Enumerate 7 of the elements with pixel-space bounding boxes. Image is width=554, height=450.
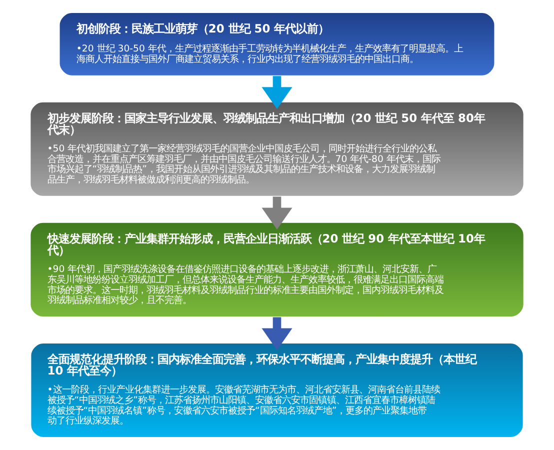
arrow: [262, 76, 292, 109]
node-box: 快速发展阶段：产业集群开始形成，民营企业日渐活跃（20 世纪 90 年代至本世纪 10年代） •90 年代初，国产羽绒洗涤设备在借鉴仿照进口设备的基础上逐步改进，浙江萧山、河北安新、广东吴川等地纷纷设立羽绒加工厂，但总体来说设备生产能力、生产效率较低，很难满足出口国际高端市场的要求。这一时期，羽绒羽毛材料及羽绒制品行业的标准主要由国外制定，国内羽绒羽毛材料及羽绒制品标准相对较少，且不完善。: [30, 222, 524, 318]
node-box: 初步发展阶段：国家主导行业发展、羽绒制品生产和出口增加（20 世纪 50 年代至 80年代末） •50 年代初我国建立了第一家经营羽绒羽毛的国营企业中国皮毛公司，同时开始进行全行业的公私合营改造，并在重点产区筹建羽毛厂，并由中国皮毛公司输送行业人才。70 年代-80 年代末，国际市场兴起了“羽绒制品热”，我国开始从国外引进羽绒及其制品的生产技术和设备，大力发展羽绒制品生产，羽绒羽毛材料被做成利润更高的羽绒制品。: [30, 101, 524, 197]
arrow: [262, 317, 292, 350]
node-box: 初创阶段：民族工业萌芽（20 世纪 50 年代以前） •20 世纪 30-50 年代，生产过程逐渐由手工劳动转为半机械化生产，生产效率有了明显提高。上海商人开始直接与国外厂商建立贸易关系，行业内出现了经营羽绒羽毛的中国出口商。: [58, 12, 496, 76]
arrow: [262, 196, 292, 230]
node-box: 全面规范化提升阶段：国内标准全面完善，环保水平不断提高，产业集中度提升（本世纪 10 年代至今） •这一阶段，行业产业化集群进一步发展。安徽省芜湖市无为市、河北省安新县、河南省台前县陆续被授予“中国羽绒之乡”称号，江苏省扬州市山阳镇、安徽省六安市固镇镇、江西省宜春市樟树镇陆续被授予“中国羽绒名镇”称号，安徽省六安市被授予“国际知名羽绒产地”，更多的产业聚集地带动了行业纵深发展。: [30, 342, 524, 438]
